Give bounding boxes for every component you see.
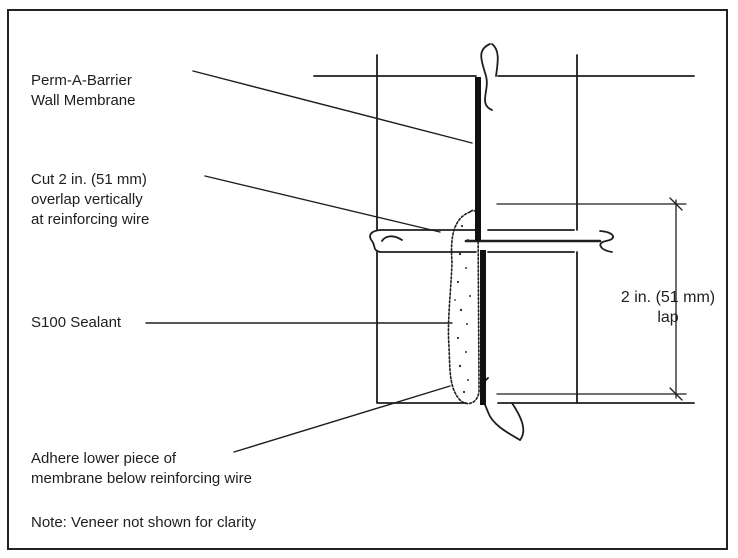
- lap-dimension-label: 2 in. (51 mm) lap: [620, 289, 716, 326]
- lower-concrete-block: [376, 251, 695, 404]
- membrane-label: Perm-A-Barrier Wall Membrane: [31, 72, 136, 109]
- sealant-texture: [454, 224, 473, 394]
- reinforcing-wire-joint: [369, 229, 614, 253]
- s100-sealant-bead: [447, 209, 480, 405]
- sealant-label: S100 Sealant: [31, 314, 122, 331]
- membrane-upper: [475, 77, 481, 241]
- lap-dimension: [496, 197, 687, 401]
- cut-overlap-label: Cut 2 in. (51 mm) overlap vertically at …: [31, 171, 150, 228]
- note-text: Note: Veneer not shown for clarity: [31, 514, 257, 531]
- leader-lines: [145, 70, 473, 453]
- membrane-lower: [480, 250, 486, 405]
- diagram-frame: [7, 9, 728, 550]
- adhere-label: Adhere lower piece of membrane below rei…: [31, 450, 252, 487]
- upper-concrete-block: [313, 54, 695, 231]
